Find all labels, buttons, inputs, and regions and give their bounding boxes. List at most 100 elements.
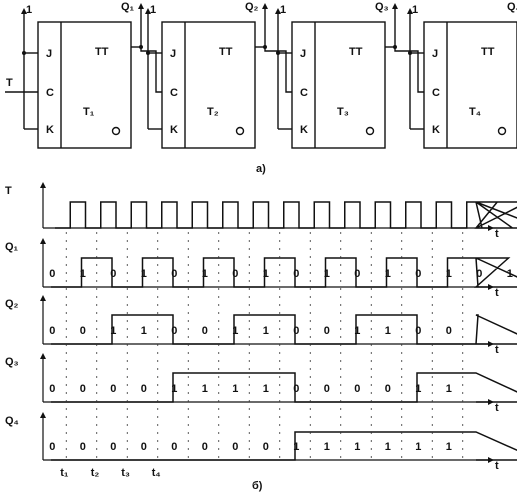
- q-output-arrow: [138, 3, 144, 9]
- const-one-label: 1: [150, 4, 156, 16]
- bit-value: 1: [232, 325, 238, 337]
- bit-value: 1: [385, 268, 391, 280]
- junction-dot: [276, 51, 280, 55]
- signal-name: Q₂: [5, 298, 19, 310]
- junction-dot: [22, 51, 26, 55]
- time-axis-label: t: [495, 460, 499, 472]
- q-output-label: Q₁: [121, 1, 135, 13]
- bit-value: 1: [385, 325, 391, 337]
- junction-dot: [408, 51, 412, 55]
- signal-axis-arrow: [40, 182, 46, 188]
- bit-value: 0: [415, 325, 421, 337]
- pin-k-label: K: [300, 124, 308, 136]
- bit-value: 0: [80, 441, 86, 453]
- bit-value: 0: [110, 268, 116, 280]
- waveform: [51, 372, 517, 403]
- bit-value: 1: [446, 383, 452, 395]
- flip-flop-name: T₂: [207, 106, 219, 118]
- q-output-arrow: [262, 3, 268, 9]
- pin-j-label: J: [170, 48, 176, 60]
- const-one-arrow: [145, 8, 151, 14]
- const-one-arrow: [275, 8, 281, 14]
- const-one-arrow: [407, 8, 413, 14]
- bit-value: 1: [415, 441, 421, 453]
- inverted-output-bubble: [235, 126, 245, 136]
- bit-value: 0: [202, 325, 208, 337]
- bit-value: 0: [293, 268, 299, 280]
- bit-value: 1: [202, 383, 208, 395]
- bit-value: 1: [232, 383, 238, 395]
- bit-value: 1: [446, 441, 452, 453]
- stage-link-wire: [264, 47, 292, 93]
- bit-value: 0: [49, 441, 55, 453]
- bit-value: 1: [263, 268, 269, 280]
- flip-flop-name: T₃: [337, 106, 349, 118]
- time-mark-label: t₂: [91, 467, 100, 479]
- bit-value: 0: [354, 268, 360, 280]
- signal-axis-arrow: [40, 295, 46, 301]
- signal-name: T: [5, 185, 12, 197]
- bit-value: 0: [49, 383, 55, 395]
- bit-value: 1: [80, 268, 86, 280]
- bit-value: 0: [171, 268, 177, 280]
- bit-value: 0: [476, 268, 482, 280]
- q-output-arrow: [392, 3, 398, 9]
- waveform: [55, 201, 517, 229]
- bit-value: 0: [354, 383, 360, 395]
- time-axis-label: t: [495, 228, 499, 240]
- bit-value: 1: [171, 383, 177, 395]
- pin-k-label: K: [432, 124, 440, 136]
- signal-axis-arrow: [40, 353, 46, 359]
- time-mark-label: t₃: [121, 467, 130, 479]
- bit-value: 0: [110, 383, 116, 395]
- bit-value: 0: [324, 325, 330, 337]
- bit-value: 0: [293, 383, 299, 395]
- bit-value: 0: [110, 441, 116, 453]
- bit-value: 1: [507, 268, 513, 280]
- inverted-output-bubble: [111, 126, 121, 136]
- bit-value: 1: [263, 383, 269, 395]
- flip-flop-type: TT: [95, 46, 109, 58]
- junction-dot: [146, 51, 150, 55]
- stage-link-wire: [140, 47, 162, 93]
- bit-value: 1: [141, 268, 147, 280]
- bit-value: 0: [80, 383, 86, 395]
- q-output-label: Q₂: [245, 1, 259, 13]
- const-one-label: 1: [412, 4, 418, 16]
- flip-flop-name: T₁: [83, 106, 95, 118]
- signal-name: Q₃: [5, 356, 19, 368]
- bit-value: 0: [171, 325, 177, 337]
- bit-value: 1: [202, 268, 208, 280]
- flip-flop-type: TT: [481, 46, 495, 58]
- pin-c-label: C: [170, 87, 178, 99]
- bit-value: 0: [324, 383, 330, 395]
- pin-k-label: K: [46, 124, 54, 136]
- pin-j-label: J: [300, 48, 306, 60]
- q-output-label: Q₄: [507, 1, 517, 13]
- bit-value: 0: [232, 441, 238, 453]
- pin-k-label: K: [170, 124, 178, 136]
- signal-row-1: tT: [5, 182, 517, 240]
- bit-value: 1: [293, 441, 299, 453]
- clock-input-label: T: [6, 77, 13, 89]
- const-one-label: 1: [26, 4, 32, 16]
- caption-timing: б): [252, 480, 263, 492]
- bit-value: 0: [263, 441, 269, 453]
- pin-j-label: J: [432, 48, 438, 60]
- bit-value: 0: [141, 383, 147, 395]
- bit-value: 1: [110, 325, 116, 337]
- waveform: [51, 257, 517, 288]
- bit-value: 0: [385, 383, 391, 395]
- waveform: [51, 431, 517, 461]
- time-axis-label: t: [495, 287, 499, 299]
- bit-value: 1: [446, 268, 452, 280]
- stage-link-wire: [394, 47, 424, 93]
- pin-c-label: C: [300, 87, 308, 99]
- time-mark-label: t₄: [152, 467, 161, 479]
